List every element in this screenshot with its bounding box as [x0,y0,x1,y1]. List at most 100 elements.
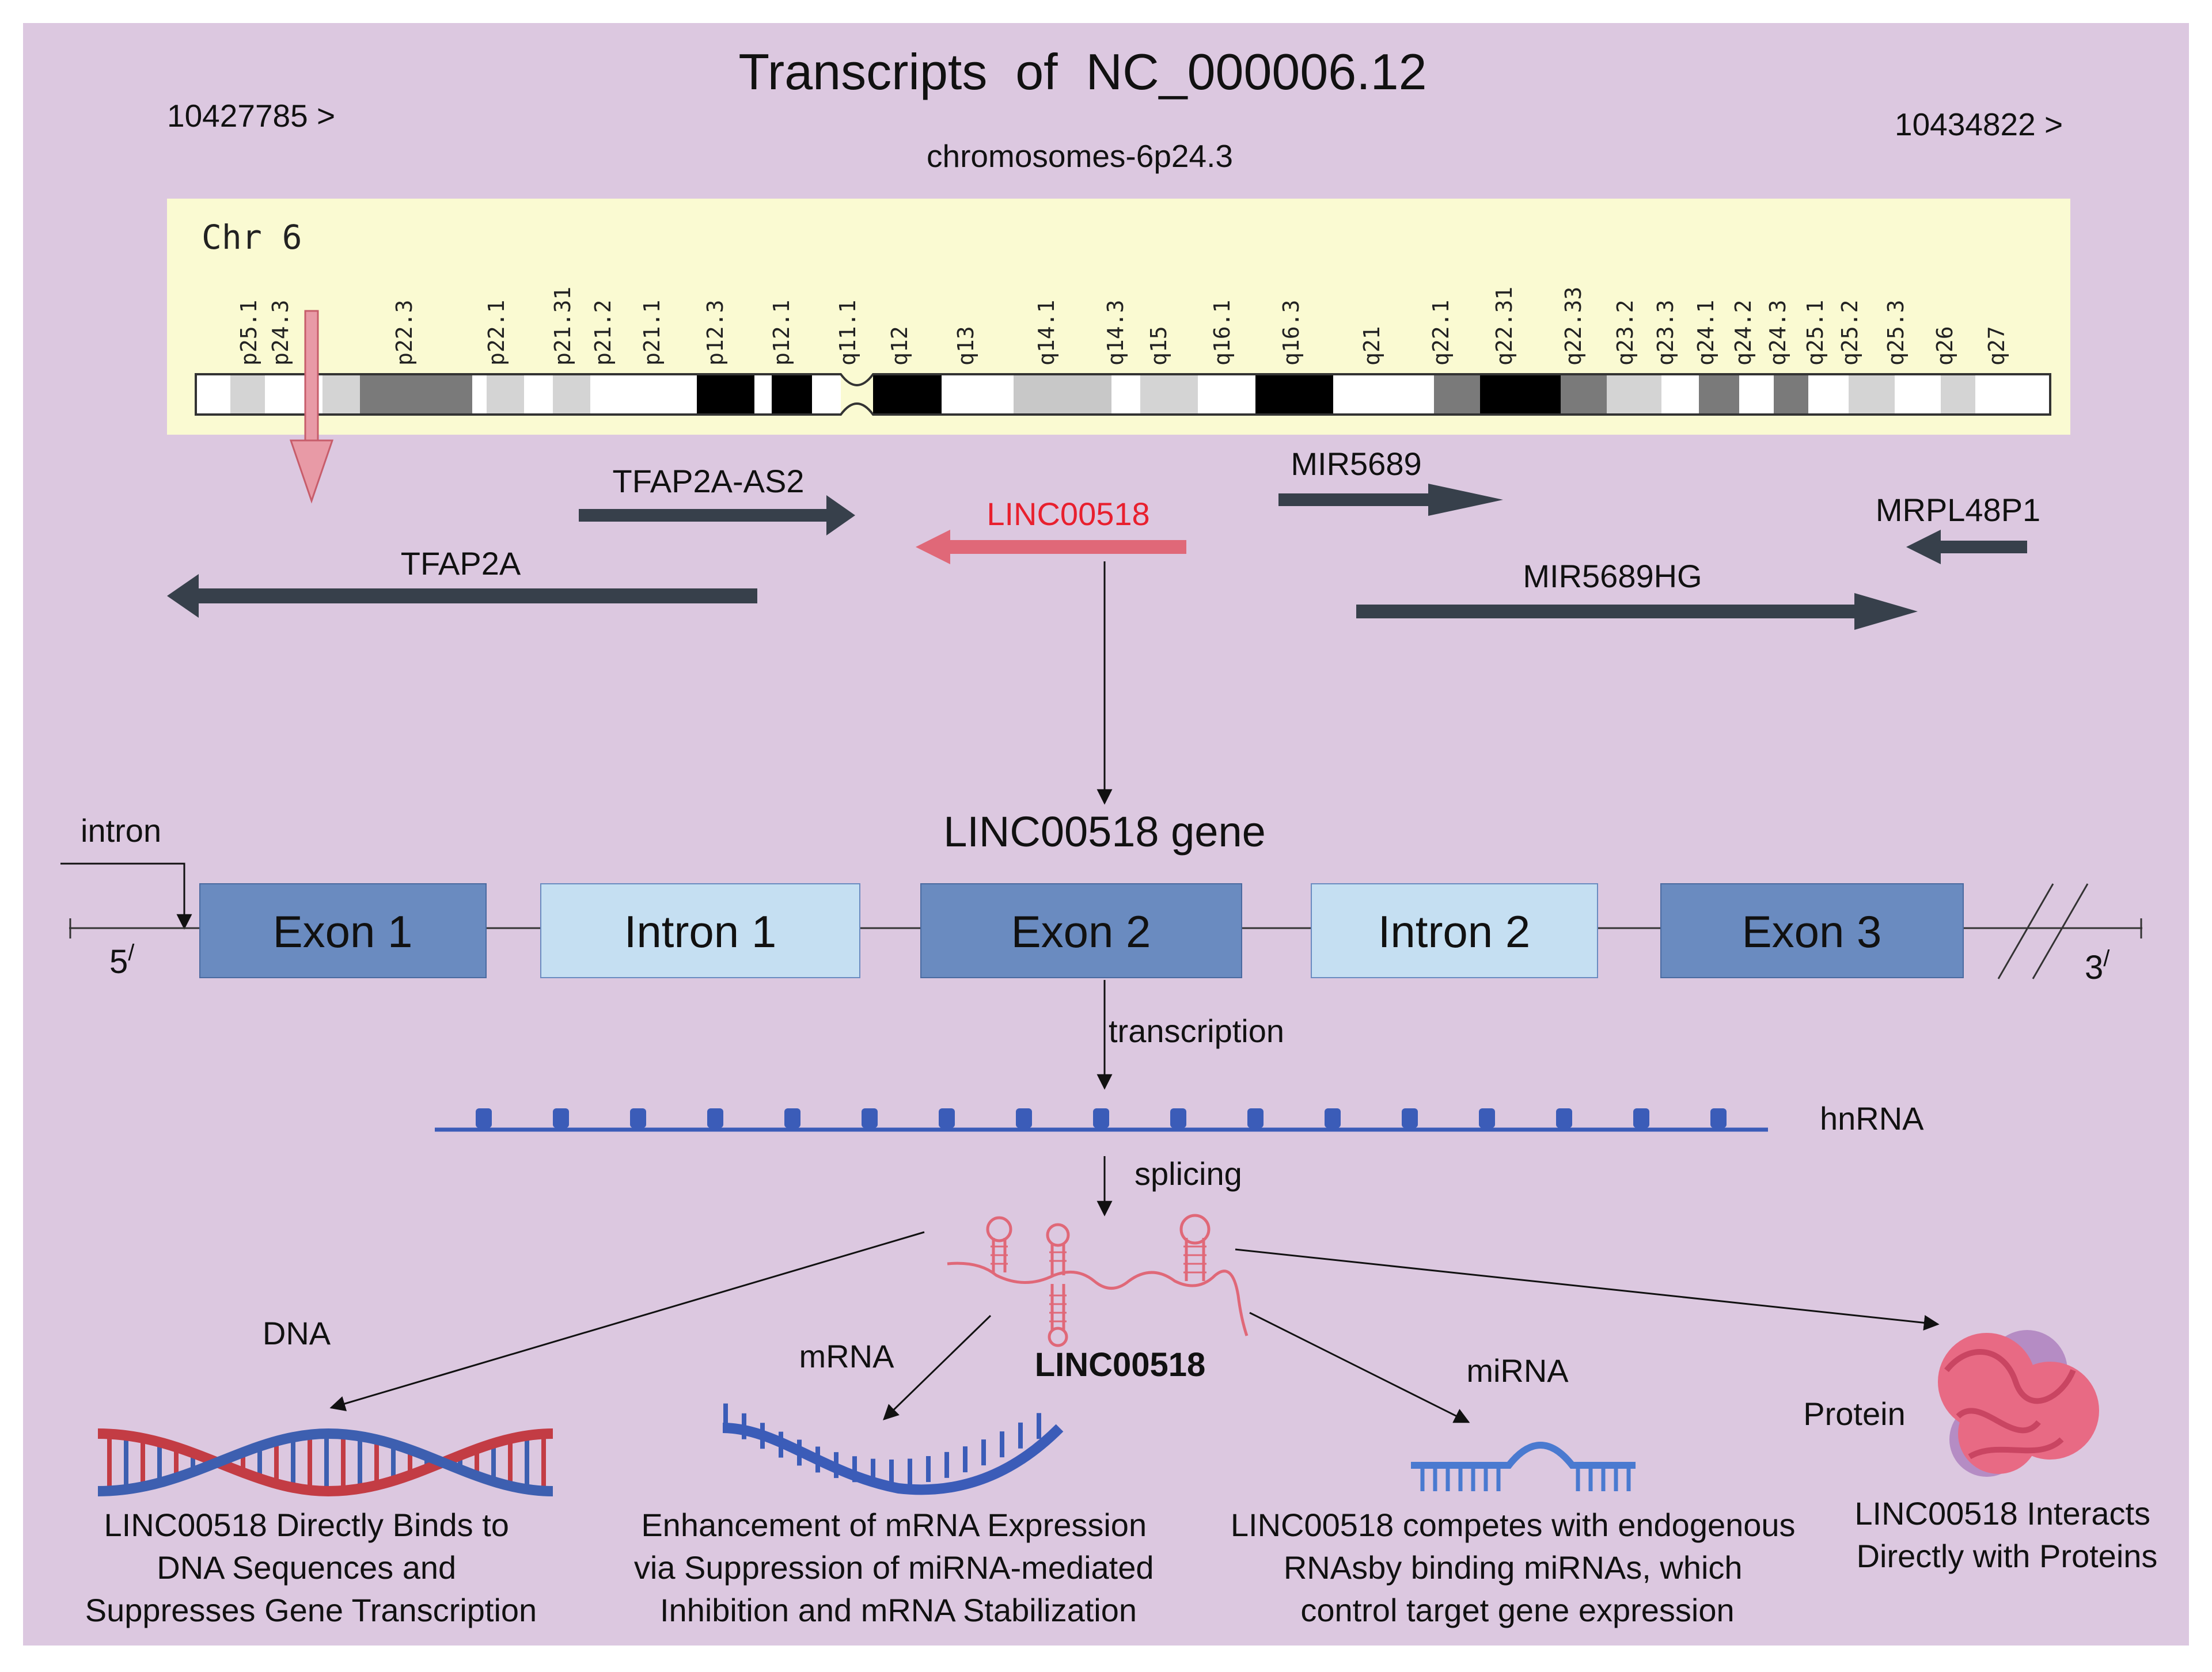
band-label-q13: q13 [953,326,978,366]
band-label-q14-3: q14.3 [1103,300,1128,366]
gene-label-tfap2a-as2: TFAP2A-AS2 [612,463,804,499]
ideogram-band-9 [590,375,697,413]
arrow-to-dna [329,1231,925,1412]
arrow-to-protein [1235,1248,1940,1331]
lncrna-loop-2 [1046,1223,1070,1247]
ideogram-band-18 [1140,375,1198,413]
intron-callout-arrow [60,862,192,930]
band-label-p12-3: p12.3 [703,300,728,366]
gene-arrow-tfap2a-as2 [579,495,855,535]
ideogram-band-15 [942,375,1014,413]
intron-2-box [1311,883,1598,978]
segment-exon-1: Exon 1 [199,883,487,978]
band-label-q16-3: q16.3 [1278,300,1304,366]
hnrna-bead-4 [784,1108,800,1128]
caption-protein-line-2: Directly with Proteins [1857,1538,2158,1574]
lncrna-structure [947,1214,1249,1347]
hnrna-bead-9 [1170,1108,1186,1128]
hnrna-bead-6 [939,1108,955,1128]
ideogram-band-11 [754,375,772,413]
ideogram-band-35 [1975,375,2050,413]
hnrna-bead-2 [630,1108,646,1128]
exon-2-label: Exon 2 [1011,906,1151,957]
band-label-q21: q21 [1359,326,1384,366]
intron-2-label: Intron 2 [1378,906,1531,957]
lncrna-stem-4 [1185,1238,1205,1281]
ideogram-band-3 [322,375,360,413]
diagram-title: Transcripts of NC_000006.12 [738,43,1426,100]
ideogram-band-10 [697,375,754,413]
target-label-protein: Protein [1803,1396,1905,1432]
chromosome-location: chromosomes-6p24.3 [927,138,1233,174]
ideogram-band-22 [1333,375,1434,413]
three-prime-text: 3 [2085,949,2103,986]
hnrna-bead-0 [476,1108,492,1128]
ideogram-band-16 [1014,375,1111,413]
coordinate-right: 10434822 > [1895,107,2063,142]
band-label-p25-1: p25.1 [236,300,261,366]
exon-3-box [1660,883,1964,978]
ideogram-band-13 [812,375,841,413]
band-label-q23-3: q23.3 [1653,300,1678,366]
band-rects [196,375,2050,413]
chromosome-outline [195,373,2051,416]
hnrna-bead-7 [1016,1108,1032,1128]
ideogram-band-1 [230,375,265,413]
protein-coil-detail [1944,1349,2076,1460]
ideogram-band-6 [487,375,524,413]
caption-mirna: LINC00518 competes with endogenous RNAsb… [1231,1507,1804,1628]
ideogram-band-21 [1284,375,1333,413]
segment-intron-1: Intron 1 [540,883,860,978]
ideogram-band-19 [1198,375,1255,413]
locus-marker-shaft [304,310,319,442]
gene-label-mir5689: MIR5689 [1291,446,1421,482]
hnrna-bead-13 [1479,1108,1495,1128]
three-prime-mark: / [2103,946,2110,971]
hnrna-bead-15 [1633,1108,1649,1128]
ideogram-band-27 [1661,375,1699,413]
gene-arrow-mrpl48p1 [1906,530,2027,564]
ideogram-band-7 [524,375,553,413]
five-prime-label: 5/ [109,940,135,981]
caption-protein-line-1: LINC00518 Interacts [1854,1495,2150,1532]
three-prime-label: 3/ [2085,946,2110,986]
band-label-p12-1: p12.1 [769,300,794,366]
band-label-p21-2: p21.2 [590,300,616,366]
caption-dna-line-1: LINC00518 Directly Binds to [104,1507,509,1543]
band-label-p22-1: p22.1 [484,300,509,366]
band-label-p21-31: p21.31 [550,287,575,366]
exon-1-label: Exon 1 [273,906,413,957]
ideogram-band-26 [1607,375,1661,413]
gene-structure-title: LINC00518 gene [943,808,1266,856]
lncrna-loop-4 [1179,1214,1211,1245]
gene-label-mir5689hg: MIR5689HG [1523,558,1702,594]
five-prime-text: 5 [109,943,128,981]
caption-mrna-line-2: via Suppression of miRNA-mediated [634,1549,1154,1586]
ideogram-chr-label: Chr 6 [202,218,302,257]
band-label-q24-1: q24.1 [1693,300,1718,366]
break-mark-1 [1997,883,2054,979]
caption-mirna-line-2: RNAsby binding miRNAs, which [1284,1549,1743,1586]
caption-mirna-line-3: control target gene expression [1300,1592,1734,1628]
segment-intron-2: Intron 2 [1311,883,1598,978]
lncrna-stem-2 [1050,1244,1065,1275]
segment-exon-2: Exon 2 [920,883,1242,978]
band-label-q24-3: q24.3 [1765,300,1790,366]
band-label-q27: q27 [1984,326,2009,366]
target-label-mirna: miRNA [1466,1352,1569,1389]
ideogram-band-28 [1699,375,1739,413]
gene-arrow-mir5689hg [1356,593,1918,630]
band-label-q25-3: q25.3 [1883,300,1909,366]
gene-label-linc00518: LINC00518 [987,496,1149,532]
hnrna-bead-12 [1402,1108,1418,1128]
ideogram-band-34 [1941,375,1975,413]
protein-blob-pink-3 [1958,1393,2039,1474]
band-label-q22-31: q22.31 [1492,287,1517,366]
lncrna-stem-3 [1050,1284,1065,1330]
ideogram-band-32 [1849,375,1895,413]
hnrna-bead-3 [707,1108,723,1128]
hnrna-bead-10 [1247,1108,1264,1128]
dna-helix-icon [97,1428,553,1497]
gene-structure: LINC00518 gene intron 5/ 3/ Exon 1 Intro… [60,808,2142,986]
